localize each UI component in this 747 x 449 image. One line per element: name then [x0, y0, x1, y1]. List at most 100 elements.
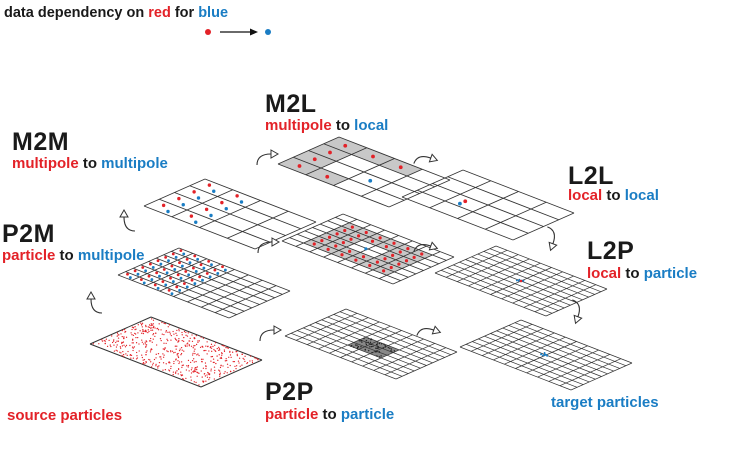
source-particle-dot: [223, 349, 226, 351]
source-particle-dot: [383, 343, 385, 346]
source-particle-dot: [106, 345, 109, 348]
multipole-dot: [349, 237, 353, 241]
source-particle-dot: [177, 373, 179, 375]
source-particle-dot: [243, 358, 245, 361]
source-particle-dot: [181, 331, 183, 334]
source-particle-dot: [145, 324, 147, 327]
source-particle-dot: [187, 342, 189, 344]
source-particle-dot: [120, 333, 122, 335]
multipole-dot: [196, 196, 201, 200]
particle-dot: [199, 263, 203, 267]
multipole-dot: [209, 213, 213, 218]
source-particle-dot: [231, 351, 234, 353]
source-particle-dot: [196, 368, 198, 371]
source-particle-dot: [224, 371, 226, 373]
curved-arrow-stroke: [413, 156, 431, 164]
source-particle-dot: [129, 344, 131, 347]
curved-arrow-head: [271, 237, 281, 247]
source-particle-dot: [180, 352, 183, 355]
source-particle-dot: [193, 345, 195, 347]
source-particle-dot: [236, 353, 238, 355]
source-particle-dot: [377, 346, 379, 348]
source-particle-dot: [162, 356, 165, 358]
source-particle-dot: [198, 340, 201, 342]
source-particle-dot: [186, 335, 189, 337]
source-particle-dot: [131, 339, 134, 341]
m2l-fine-grid: [281, 213, 455, 285]
source-particle-dot: [179, 348, 181, 350]
source-particle-dot: [190, 369, 193, 371]
source-particle-dot: [149, 359, 151, 361]
particle-dot: [205, 272, 209, 275]
source-particle-dot: [151, 341, 153, 343]
source-particle-dot: [195, 360, 197, 363]
source-particle-dot: [201, 361, 203, 363]
source-particle-dot: [148, 326, 150, 329]
multipole-dot: [201, 278, 204, 282]
source-particle-dot: [187, 332, 189, 334]
source-particle-dot: [136, 355, 138, 357]
source-particle-dot: [200, 370, 202, 372]
source-particle-dot: [363, 337, 365, 340]
source-particle-dot: [144, 341, 146, 343]
source-particle-dot: [210, 356, 212, 358]
grid-line: [338, 136, 451, 181]
multipole-dot: [171, 280, 175, 283]
source-particle-dot: [142, 362, 144, 365]
source-particle-dot: [206, 376, 209, 378]
source-particle-dot: [173, 333, 175, 335]
source-particle-dot: [173, 360, 175, 363]
source-particle-dot: [185, 334, 187, 336]
local-dot: [458, 201, 462, 206]
grid-line: [309, 324, 421, 369]
multipole-dot: [378, 236, 382, 240]
source-particle-dot: [149, 351, 152, 353]
source-particle-dot: [194, 352, 196, 355]
source-particle-dot: [125, 336, 128, 338]
source-particle-dot: [158, 361, 161, 364]
source-particle-dot: [206, 353, 208, 355]
source-particle-dot: [168, 369, 170, 371]
source-particle-dot: [138, 343, 140, 345]
source-particle-dot: [212, 358, 215, 360]
multipole-dot: [420, 252, 424, 256]
source-particle-dot: [147, 329, 149, 331]
source-particle-dot: [131, 334, 133, 336]
source-particle-dot: [101, 339, 103, 341]
grid-line: [125, 271, 237, 315]
target-particle-dot: [543, 352, 546, 354]
source-particle-dot: [151, 324, 153, 326]
source-particle-dot: [367, 349, 370, 352]
source-particle-dot: [152, 334, 154, 336]
source-particle-dot: [183, 336, 185, 339]
source-particle-dot: [156, 344, 158, 346]
source-particle-dot: [152, 338, 154, 340]
multipole-dot: [177, 196, 181, 201]
particle-dot: [185, 257, 189, 261]
source-particle-dot: [181, 334, 183, 336]
l2l-from: local: [568, 187, 603, 204]
source-particle-dot: [157, 329, 160, 331]
source-particle-dot: [132, 326, 134, 329]
l2l-join: to: [602, 187, 625, 204]
m2m-join: to: [78, 155, 102, 172]
source-particle-dot: [202, 337, 205, 339]
multipole-dot: [398, 165, 403, 170]
source-particle-dot: [170, 350, 172, 352]
p2m-from: particle: [2, 247, 56, 264]
source-particle-dot: [175, 348, 177, 350]
source-particle-dot: [92, 343, 95, 345]
source-particle-dot: [155, 365, 157, 367]
source-particle-dot: [152, 319, 155, 321]
source-particle-dot: [150, 366, 153, 368]
source-particle-dot: [109, 344, 111, 346]
source-particle-dot: [135, 351, 138, 354]
source-particle-dot: [155, 363, 157, 366]
grid-line: [459, 346, 572, 391]
source-particle-dot: [384, 345, 386, 347]
source-particle-dot: [154, 335, 156, 338]
source-particle-dot: [376, 342, 379, 344]
source-particle-dot: [141, 341, 143, 343]
source-particle-dot: [211, 355, 214, 358]
curved-arrow-stroke: [416, 328, 434, 336]
